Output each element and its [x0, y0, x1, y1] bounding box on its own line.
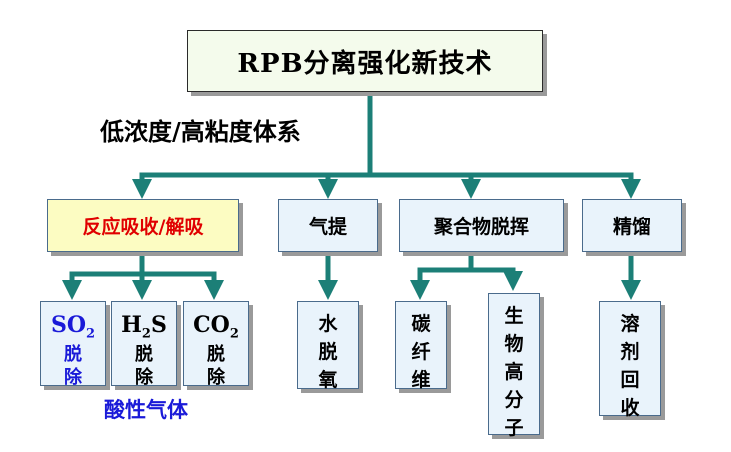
leaf-h2s: H2S 脱 除 — [111, 301, 177, 388]
leaf-so2-line3: 除 — [64, 367, 82, 389]
leaf-carbon-char-3: 维 — [411, 369, 431, 392]
leaf-carbon: 碳 纤 维 — [395, 301, 447, 391]
leaf-solvent-char-4: 收 — [620, 397, 640, 420]
leaf-so2-line2: 脱 — [64, 343, 82, 365]
category-strip: 气提 — [278, 199, 378, 252]
leaf-bio-char-2: 物 — [504, 333, 524, 356]
category-devol-label: 聚合物脱挥 — [433, 216, 529, 238]
category-absorb-label: 反应吸收/解吸 — [82, 216, 204, 238]
leaf-h2s-line3: 除 — [135, 367, 153, 389]
leaf-solvent: 溶 剂 回 收 — [599, 301, 661, 419]
leaf-bio-char-4: 分 — [504, 389, 524, 412]
leaf-bio-char-1: 生 — [504, 305, 524, 327]
leaf-carbon-char-1: 碳 — [411, 313, 431, 335]
category-devol: 聚合物脱挥 — [399, 199, 564, 252]
leaf-co2: CO2 脱 除 — [183, 301, 249, 388]
leaf-so2-formula: SO2 — [51, 311, 95, 343]
group-label-acid-gas: 酸性气体 — [104, 397, 188, 422]
leaf-co2-line2: 脱 — [207, 343, 225, 365]
leaf-h2s-formula: H2S — [121, 311, 167, 343]
leaf-solvent-char-3: 回 — [620, 369, 640, 392]
leaf-co2-line3: 除 — [207, 367, 225, 389]
category-absorb: 反应吸收/解吸 — [47, 199, 239, 252]
leaf-water-char-1: 水 — [318, 313, 338, 335]
leaf-bio: 生 物 高 分 子 — [488, 293, 540, 439]
leaf-so2: SO2 脱 除 — [40, 301, 106, 388]
leaf-carbon-char-2: 纤 — [411, 341, 431, 364]
category-distill: 精馏 — [582, 199, 682, 252]
leaf-solvent-char-2: 剂 — [620, 341, 640, 364]
leaf-water-char-3: 氧 — [318, 369, 338, 392]
leaf-so2-base: SO — [50, 312, 86, 338]
leaf-water: 水 脱 氧 — [297, 301, 359, 391]
leaf-water-char-2: 脱 — [318, 341, 338, 364]
leaf-solvent-char-1: 溶 — [620, 313, 640, 335]
leaf-co2-sub: 2 — [229, 326, 239, 342]
leaf-co2-formula: CO2 — [193, 311, 239, 343]
branch-label: 低浓度/高粘度体系 — [100, 117, 301, 146]
root-node: RPB分离强化新技术 — [187, 30, 543, 92]
category-distill-label: 精馏 — [612, 216, 651, 238]
leaf-so2-sub: 2 — [86, 326, 96, 342]
leaf-bio-char-5: 子 — [504, 417, 524, 440]
leaf-h2s-line2: 脱 — [135, 343, 153, 365]
leaf-h2s-base: H — [121, 312, 142, 338]
leaf-h2s-rest: S — [150, 312, 167, 338]
category-strip-label: 气提 — [308, 216, 347, 238]
root-label: RPB分离强化新技术 — [237, 48, 493, 79]
leaf-bio-char-3: 高 — [504, 361, 524, 384]
leaf-h2s-sub: 2 — [141, 326, 151, 342]
leaf-co2-base: CO — [193, 312, 230, 338]
